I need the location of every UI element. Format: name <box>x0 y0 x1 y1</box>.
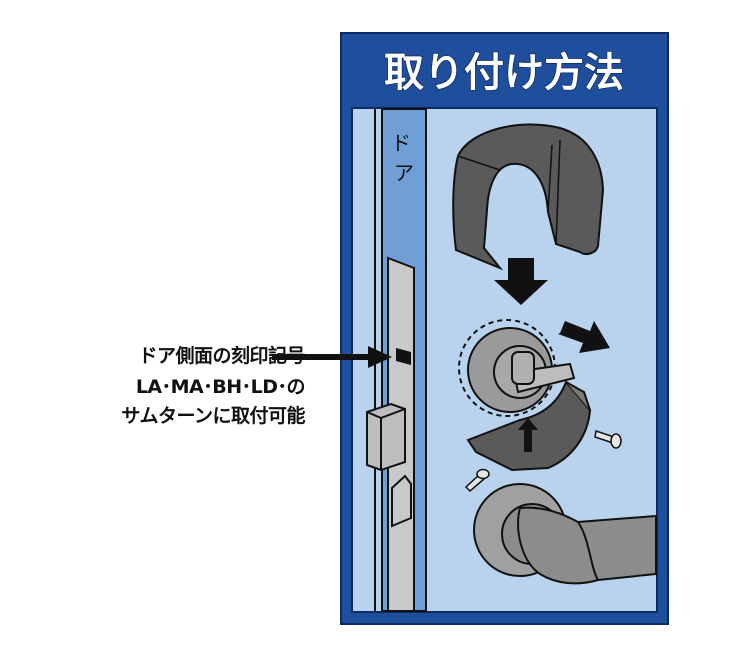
screw-right <box>594 430 622 449</box>
thumbturn-cover-inner-edge <box>457 139 561 245</box>
up-arrow <box>518 418 538 452</box>
engraving-mark <box>396 348 411 365</box>
page-title: 取り付け方法 <box>384 50 624 96</box>
thumbturn-knob-base <box>511 351 535 385</box>
door-label-char-1: ド <box>391 131 411 155</box>
latch-bolt <box>391 474 412 528</box>
latch-box <box>366 402 406 472</box>
callout-arrow <box>272 346 392 368</box>
latch-box-top <box>380 408 406 419</box>
thumbturn-cover <box>452 123 605 271</box>
screw-left <box>464 468 490 493</box>
callout-line-2: LA･MA･BH･LD･の <box>135 376 306 398</box>
callout-line-1: ドア側面の刻印記号 <box>138 345 305 367</box>
collar-part-top <box>565 381 591 411</box>
lever-handle-edge <box>577 521 599 581</box>
down-arrow <box>494 258 548 305</box>
callout-line-3: サムターンに取付可能 <box>121 405 305 427</box>
right-arrow <box>558 321 610 353</box>
door-label-char-2: ア <box>394 161 414 185</box>
